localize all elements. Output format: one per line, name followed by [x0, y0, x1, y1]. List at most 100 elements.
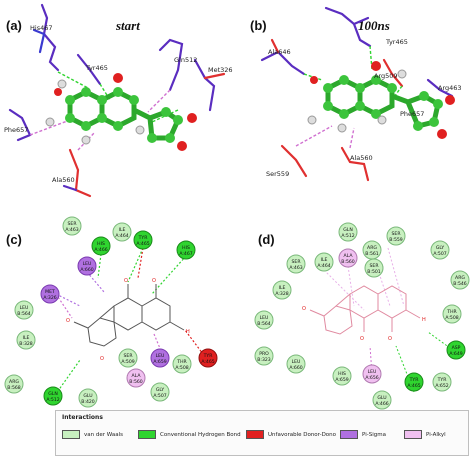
svg-text:ILE: ILE: [321, 257, 328, 263]
svg-text:B:501: B:501: [367, 269, 381, 275]
svg-text:ARG: ARG: [9, 379, 19, 385]
panel-b-ligand-atoms: [307, 61, 455, 139]
panel-a-residue-label: His467: [30, 24, 53, 32]
svg-text:A:464: A:464: [115, 233, 128, 239]
svg-text:A:466: A:466: [94, 247, 107, 253]
svg-text:A:507: A:507: [433, 251, 446, 257]
panel-b-residue-label: Ala646: [268, 48, 291, 56]
svg-text:A:463: A:463: [289, 265, 302, 271]
svg-text:A:659: A:659: [153, 359, 166, 365]
svg-text:B:568: B:568: [7, 385, 21, 391]
panel-b-interaction-lines: [295, 45, 403, 149]
svg-text:TYR: TYR: [203, 353, 214, 359]
legend-item: Pi-Alkyl: [404, 430, 446, 439]
legend-swatch: [62, 430, 80, 439]
panel-a-residue-label: Gln512: [174, 56, 197, 64]
svg-text:LEU: LEU: [260, 315, 269, 321]
svg-text:ILE: ILE: [23, 335, 30, 341]
legend-title: Interactions: [62, 414, 103, 421]
svg-text:TYR: TYR: [138, 235, 149, 241]
svg-text:LEU: LEU: [292, 359, 301, 365]
svg-text:ARG: ARG: [367, 245, 377, 251]
svg-text:B:323: B:323: [257, 357, 271, 363]
panel-a-residue-label: Met326: [208, 66, 233, 74]
svg-text:A:660: A:660: [289, 365, 302, 371]
svg-text:A:465: A:465: [407, 383, 420, 389]
svg-text:LEU: LEU: [156, 353, 165, 359]
svg-text:B:328: B:328: [19, 341, 33, 347]
panel-a-residue-labels: His467 Tyr465 Gln512 Met326 Phe657 Ala56…: [4, 24, 233, 184]
svg-text:ASP: ASP: [452, 345, 461, 351]
panel-label-b: (b): [250, 18, 267, 33]
svg-text:SER: SER: [67, 221, 77, 227]
svg-text:H: H: [186, 329, 190, 335]
legend-item-label: Pi-Sigma: [362, 431, 386, 438]
svg-text:A:465: A:465: [201, 359, 214, 365]
panel-title-b: 100ns: [358, 18, 390, 33]
legend-item: Unfavorable Donor-Dono: [246, 430, 336, 439]
svg-text:A:508: A:508: [445, 315, 458, 321]
svg-text:O: O: [360, 336, 364, 342]
svg-text:A:652: A:652: [435, 383, 448, 389]
panel-title-a: start: [116, 18, 140, 33]
legend-item-label: Unfavorable Donor-Dono: [268, 431, 337, 438]
svg-text:GLN: GLN: [48, 391, 58, 397]
svg-text:SER: SER: [123, 353, 133, 359]
panel-a-residue-label: Phe657: [4, 126, 28, 134]
svg-text:TYR: TYR: [409, 377, 420, 383]
panel-d-ligand-skeleton: [309, 285, 421, 335]
svg-text:B:564: B:564: [17, 311, 31, 317]
legend-swatch: [138, 430, 156, 439]
svg-text:GLN: GLN: [343, 227, 353, 233]
svg-text:GLU: GLU: [377, 395, 386, 401]
svg-text:HIS: HIS: [182, 245, 190, 251]
panel-label-d: (d): [258, 232, 275, 247]
panel-a-residue-label: Ala560: [52, 176, 75, 184]
svg-text:O: O: [100, 356, 104, 362]
svg-text:B:564: B:564: [257, 321, 271, 327]
legend-swatch: [404, 430, 422, 439]
svg-text:HIS: HIS: [338, 371, 346, 377]
legend-item: Conventional Hydrogen Bond: [138, 430, 241, 439]
svg-text:SER: SER: [369, 263, 379, 269]
svg-text:A:463: A:463: [65, 227, 78, 233]
svg-text:ALA: ALA: [132, 373, 142, 379]
svg-text:SER: SER: [391, 231, 401, 237]
svg-text:A:507: A:507: [153, 393, 166, 399]
panel-label-c: (c): [6, 232, 22, 247]
svg-text:A:464: A:464: [317, 263, 330, 269]
svg-text:H: H: [422, 317, 426, 323]
svg-text:ARG: ARG: [455, 275, 465, 281]
svg-text:SER: SER: [291, 259, 301, 265]
legend-swatch: [246, 430, 264, 439]
svg-text:ILE: ILE: [279, 285, 286, 291]
panel-b-residue-label: Arg509: [374, 72, 398, 80]
svg-text:MET: MET: [45, 289, 55, 295]
panel-b-residue-label: Arg463: [438, 84, 462, 92]
svg-text:O: O: [152, 278, 156, 284]
legend-item: Pi-Sigma: [340, 430, 386, 439]
